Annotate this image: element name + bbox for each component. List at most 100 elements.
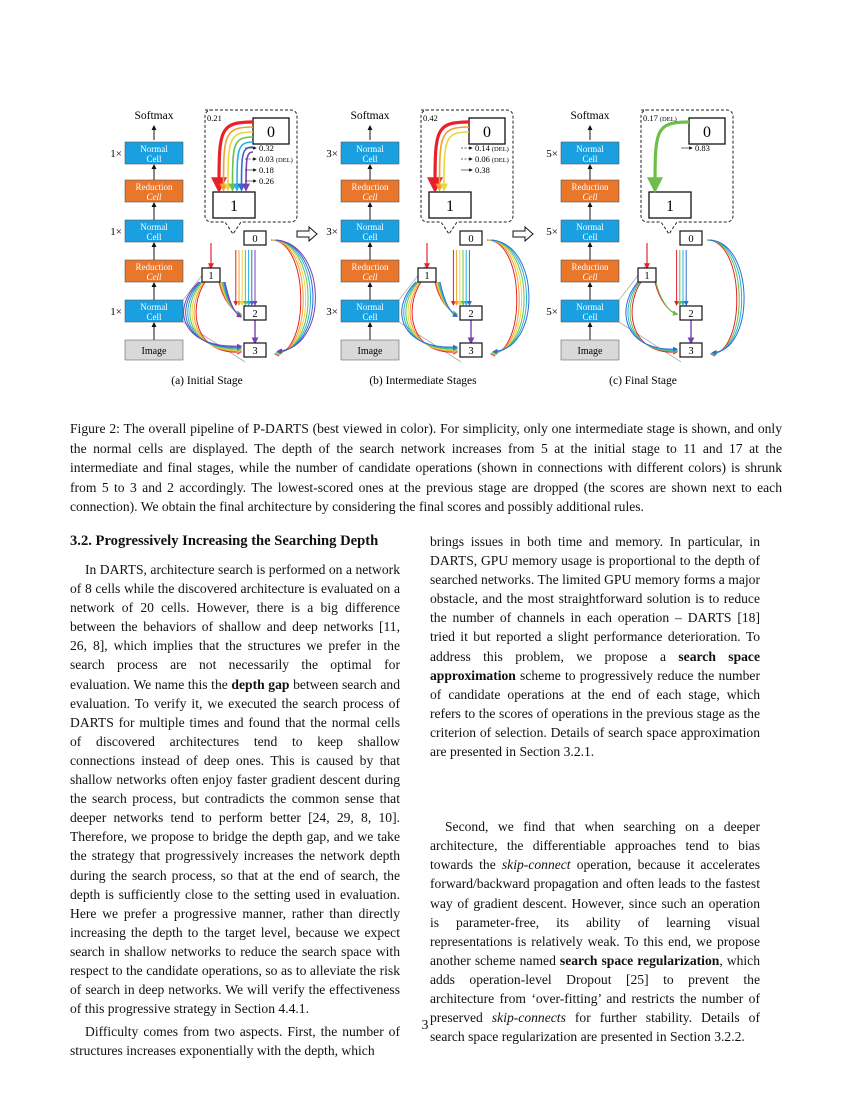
reduction-cell-2-label-line2: Cell bbox=[363, 192, 378, 202]
cell-multiplier: 3× bbox=[326, 306, 338, 318]
graph-node-1-label: 1 bbox=[424, 271, 429, 282]
graph-edge-1-2 bbox=[439, 281, 458, 317]
graph-node-3 bbox=[459, 342, 483, 358]
graph-node-2 bbox=[243, 305, 267, 321]
right-paragraph-2: Second, we find that when searching on a… bbox=[430, 819, 760, 1045]
zoom-node-1 bbox=[212, 191, 256, 219]
graph-edge-1-3 bbox=[185, 281, 242, 350]
cell-multiplier: 1× bbox=[110, 306, 122, 318]
graph-node-0 bbox=[679, 230, 703, 246]
graph-edge-1-3 bbox=[403, 281, 458, 351]
reduction-cell-4-label-line2: Cell bbox=[583, 272, 598, 282]
figure-caption: Figure 2: The overall pipeline of P-DART… bbox=[70, 421, 782, 515]
graph-edge-1-3 bbox=[191, 281, 242, 353]
cell-multiplier: 5× bbox=[546, 148, 558, 160]
normal-cell-3-label-line1: Normal bbox=[576, 222, 604, 232]
zoom-op-edge-blue bbox=[237, 146, 254, 192]
panel-1: SoftmaxNormalCell1×ReductionCellNormalCe… bbox=[110, 109, 318, 387]
graph-node-1 bbox=[201, 267, 221, 283]
normal-cell-3-label-line2: Cell bbox=[363, 232, 378, 242]
zoom-node-1-label: 1 bbox=[446, 198, 454, 215]
zoom-op-edge-orange bbox=[219, 126, 254, 192]
op-score-label: 0.21 bbox=[207, 113, 222, 123]
normal-cell-5-label-line1: Normal bbox=[140, 302, 168, 312]
left-paragraph-2: Difficulty comes from two aspects. First… bbox=[70, 1024, 400, 1059]
graph-node-1-label: 1 bbox=[644, 271, 649, 282]
graph-edge-1-3 bbox=[409, 281, 458, 354]
zoom-op-edge-cyan bbox=[233, 141, 254, 192]
softmax-label: Softmax bbox=[351, 110, 390, 122]
panel-subcaption: (c) Final Stage bbox=[609, 375, 677, 387]
graph-edge-1-3 bbox=[189, 281, 242, 352]
graph-edge-0-3 bbox=[487, 239, 520, 357]
graph-node-2-label: 2 bbox=[252, 309, 257, 320]
normal-cell-5-label-line1: Normal bbox=[576, 302, 604, 312]
image-box bbox=[560, 339, 620, 361]
term-skip-connect: skip-connect bbox=[501, 857, 571, 873]
reduction-cell-2-label-line2: Cell bbox=[147, 192, 162, 202]
image-label: Image bbox=[578, 346, 604, 357]
reduction-cell-4-label-line2: Cell bbox=[363, 272, 378, 282]
graph-node-3 bbox=[679, 342, 703, 358]
right-paragraph-1: brings issues in both time and memory. I… bbox=[430, 534, 760, 760]
zoom-node-1 bbox=[648, 191, 692, 219]
cell-multiplier: 3× bbox=[326, 148, 338, 160]
op-score-label: 0.03(DEL) bbox=[259, 154, 293, 164]
zoom-node-1-label: 1 bbox=[666, 198, 674, 215]
panel-subcaption: (b) Intermediate Stages bbox=[369, 375, 477, 387]
normal-cell-1-label-line2: Cell bbox=[147, 154, 162, 164]
op-score-label: 0.32 bbox=[259, 143, 274, 153]
zoom-op-edge-green bbox=[647, 120, 690, 194]
term-search-space-approximation: search space approximation bbox=[430, 648, 760, 683]
zoom-node-0-label: 0 bbox=[483, 124, 491, 141]
reduction-cell-2-label-line1: Reduction bbox=[136, 182, 173, 192]
panel-3: SoftmaxNormalCell5×ReductionCellNormalCe… bbox=[546, 109, 745, 387]
graph-edge-1-3 bbox=[401, 281, 458, 350]
zoom-op-edge-orange bbox=[435, 126, 470, 192]
normal-cell-5-label-line2: Cell bbox=[363, 312, 378, 322]
cell-multiplier: 3× bbox=[326, 226, 338, 238]
zoom-node-0-label: 0 bbox=[703, 124, 711, 141]
graph-node-3-label: 3 bbox=[252, 346, 257, 357]
normal-cell-1-label-line2: Cell bbox=[583, 154, 598, 164]
normal-cell-1-label-line1: Normal bbox=[356, 144, 384, 154]
op-score-label: 0.38 bbox=[475, 165, 490, 175]
zoom-op-edge-yellow bbox=[440, 131, 470, 192]
image-label: Image bbox=[358, 346, 384, 357]
graph-edge-1-3 bbox=[195, 281, 242, 355]
reduction-cell-4-label-line1: Reduction bbox=[572, 262, 609, 272]
page-number: 3 bbox=[421, 1017, 429, 1032]
reduction-cell-4-label-line1: Reduction bbox=[352, 262, 389, 272]
normal-cell-5-label-line2: Cell bbox=[147, 312, 162, 322]
graph-edge-1-3 bbox=[187, 281, 242, 351]
zoom-line-bottom bbox=[398, 321, 462, 363]
graph-edge-1-3 bbox=[627, 281, 678, 353]
op-score-label: 0.83 bbox=[695, 143, 710, 153]
reduction-cell-4-label-line2: Cell bbox=[147, 272, 162, 282]
zoom-line-bottom bbox=[618, 321, 682, 363]
op-score-label: 0.06(DEL) bbox=[475, 154, 509, 164]
zoom-op-edge-red bbox=[211, 120, 254, 194]
graph-edge-1-3 bbox=[193, 281, 242, 354]
zoom-op-edge-red bbox=[427, 120, 470, 194]
op-score-label: 0.42 bbox=[423, 113, 438, 123]
graph-edge-0-3 bbox=[708, 239, 743, 356]
section-heading: 3.2. Progressively Increasing the Search… bbox=[70, 533, 379, 549]
graph-edge-0-3 bbox=[488, 239, 523, 356]
graph-node-2-label: 2 bbox=[468, 309, 473, 320]
zoom-node-0 bbox=[252, 117, 290, 145]
graph-edge-1-3 bbox=[405, 281, 458, 352]
graph-edge-0-3 bbox=[709, 239, 745, 355]
zoom-node-1 bbox=[428, 191, 472, 219]
right-column: brings issues in both time and memory. I… bbox=[430, 532, 760, 1046]
graph-edge-0-3 bbox=[707, 239, 740, 357]
zoom-op-edge-green bbox=[228, 136, 254, 192]
stage-transition-arrow bbox=[296, 225, 318, 243]
graph-node-1-label: 1 bbox=[208, 271, 213, 282]
graph-node-2 bbox=[459, 305, 483, 321]
op-score-label: 0.18 bbox=[259, 165, 274, 175]
zoom-node-0 bbox=[688, 117, 726, 145]
image-box bbox=[340, 339, 400, 361]
image-box bbox=[124, 339, 184, 361]
